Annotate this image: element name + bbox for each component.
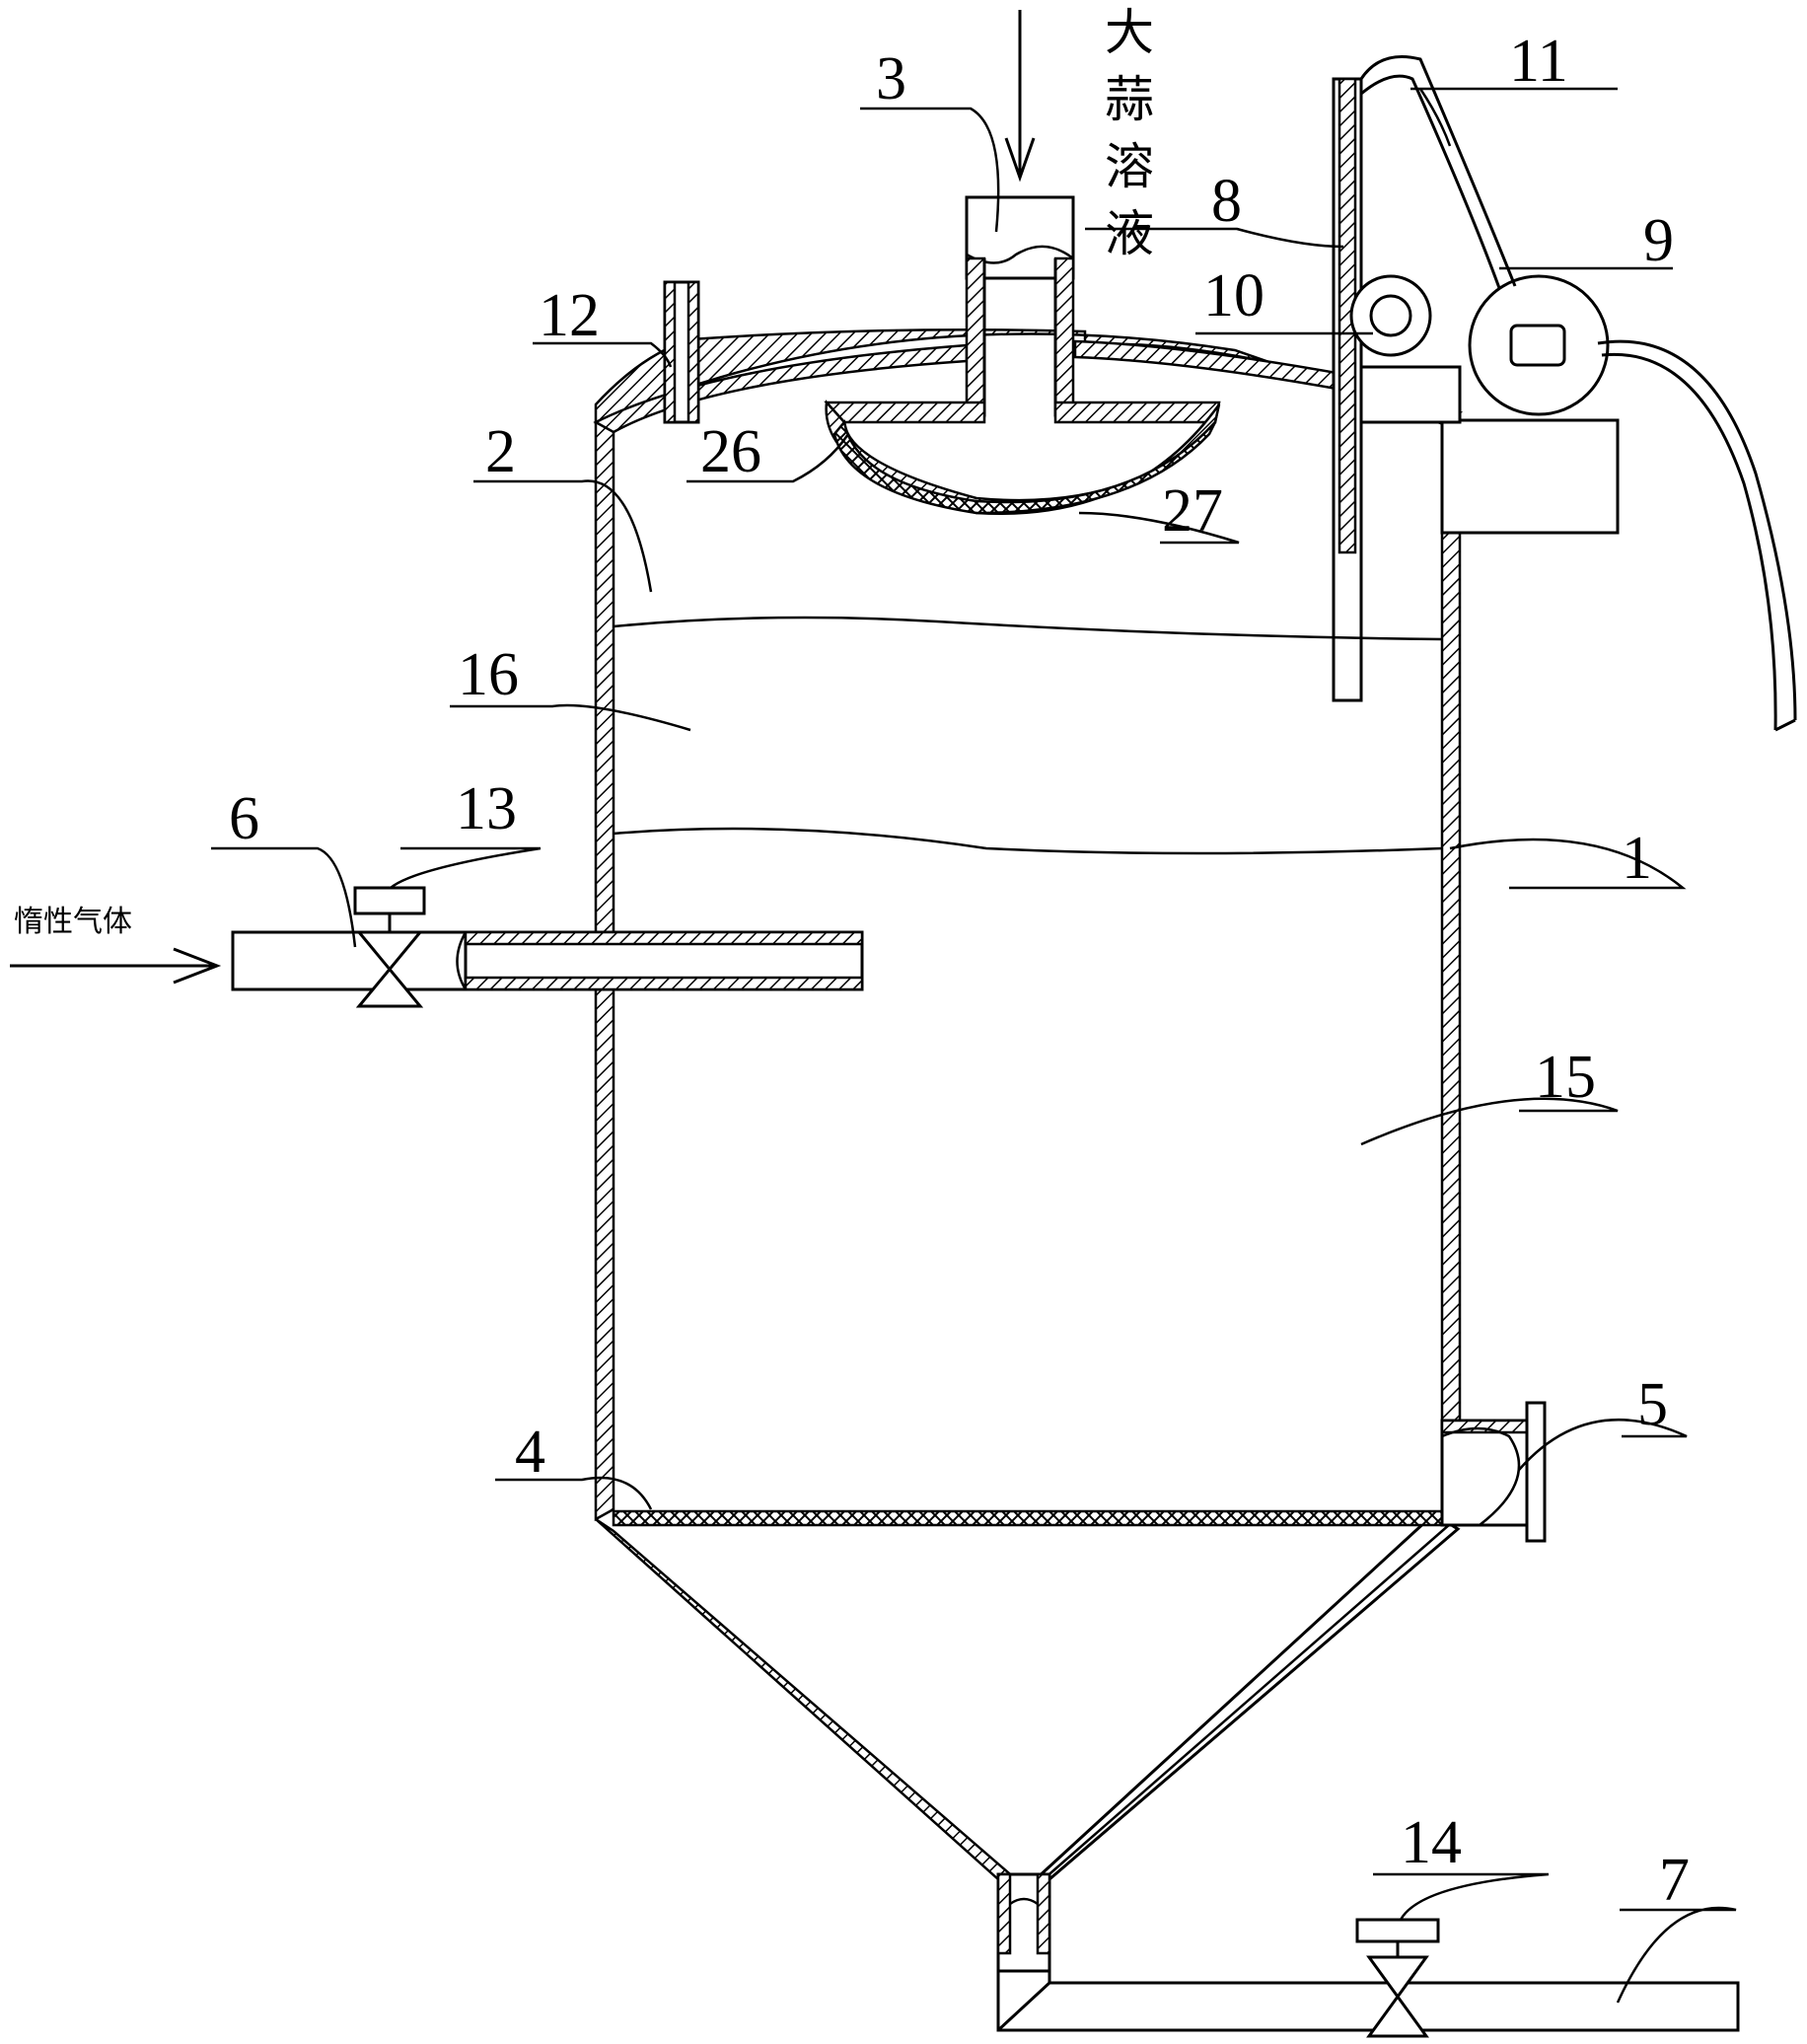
leader-lines <box>211 87 1737 2004</box>
garlic-char-1: 大 <box>1105 4 1154 61</box>
garlic-solution-label: 大 蒜 溶 液 <box>1105 4 1154 262</box>
cable <box>1359 55 1797 732</box>
gas-inlet-pipe <box>10 930 864 991</box>
garlic-char-3: 溶 <box>1105 138 1154 195</box>
label-8: 8 <box>1211 168 1242 235</box>
label-4: 4 <box>515 1419 545 1486</box>
vessel-shell <box>594 409 1462 1881</box>
label-3: 3 <box>876 45 906 112</box>
label-15: 15 <box>1535 1044 1596 1111</box>
agitator-shaft <box>1332 77 1363 702</box>
label-10: 10 <box>1203 262 1265 329</box>
liquid-lines <box>613 616 1443 855</box>
inert-gas-label: 惰性气体 <box>14 905 132 939</box>
bottom-drain <box>996 1872 1740 2032</box>
bearing <box>1349 274 1432 357</box>
vent-pipe <box>663 280 700 424</box>
outlet-5 <box>1440 1401 1547 1543</box>
label-12: 12 <box>539 282 600 349</box>
label-26: 26 <box>700 418 761 485</box>
label-2: 2 <box>485 418 516 485</box>
vessel-dome <box>593 328 1464 434</box>
label-7: 7 <box>1659 1847 1690 1914</box>
garlic-char-4: 液 <box>1105 205 1154 262</box>
motor <box>1359 274 1620 535</box>
label-11: 11 <box>1509 28 1568 95</box>
label-13: 13 <box>456 775 517 842</box>
valve-14 <box>1355 1918 1440 2038</box>
filter-plate <box>612 1509 1444 1527</box>
label-16: 16 <box>458 641 519 708</box>
feed-arrow <box>1004 10 1036 182</box>
label-27: 27 <box>1162 477 1223 545</box>
label-14: 14 <box>1401 1809 1462 1876</box>
feed-pipe <box>965 195 1075 418</box>
label-5: 5 <box>1637 1371 1668 1438</box>
spray-head <box>824 400 1221 515</box>
label-9: 9 <box>1643 207 1674 274</box>
label-6: 6 <box>229 785 259 852</box>
garlic-char-2: 蒜 <box>1105 71 1154 128</box>
label-1: 1 <box>1622 825 1652 892</box>
valve-13 <box>353 886 426 1008</box>
